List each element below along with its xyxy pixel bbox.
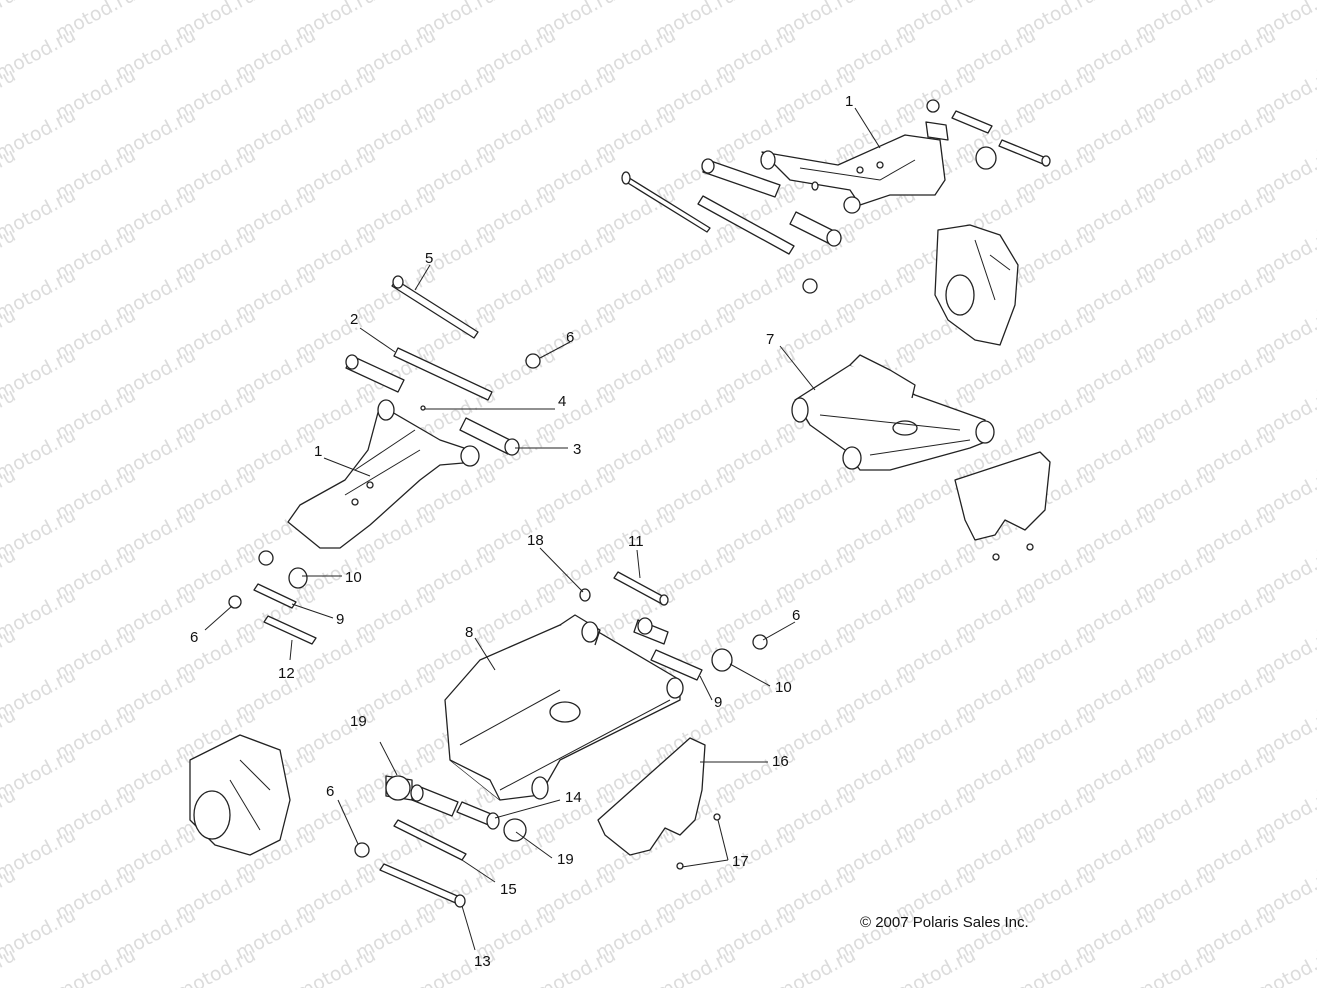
callout-5: 5 (425, 250, 433, 267)
callout-9-a: 9 (336, 611, 344, 628)
callout-15: 15 (500, 881, 517, 898)
callout-19-b: 19 (557, 851, 574, 868)
callout-labels: 1 1 2 3 4 5 6 6 6 6 7 8 9 9 10 10 11 12 … (190, 93, 853, 970)
watermark-text: motod.ru (0, 0, 19, 44)
callout-12: 12 (278, 665, 295, 682)
callout-1-top: 1 (845, 93, 853, 110)
watermark-text: motod.ru (52, 944, 139, 988)
callout-6-b: 6 (190, 629, 198, 646)
callout-10-b: 10 (775, 679, 792, 696)
callout-10-a: 10 (345, 569, 362, 586)
copyright-notice: © 2007 Polaris Sales Inc. (860, 914, 1029, 931)
top-hardware (621, 99, 1051, 294)
callout-3: 3 (573, 441, 581, 458)
left-hardware (228, 275, 541, 645)
upper-a-arm-top (760, 134, 946, 214)
center-hardware (579, 571, 768, 681)
callout-14: 14 (565, 789, 582, 806)
watermark-text: motod.ru (892, 944, 979, 988)
skid-plate-center (597, 737, 721, 870)
callout-18: 18 (527, 532, 544, 549)
watermark-text: motod.ru (292, 944, 379, 988)
callout-4: 4 (558, 393, 566, 410)
callout-9-b: 9 (714, 694, 722, 711)
trailing-arm-right (791, 354, 995, 471)
watermark-text: motod.ru (652, 944, 739, 988)
callout-19-a: 19 (350, 713, 367, 730)
callout-6-c: 6 (792, 607, 800, 624)
callout-11: 11 (628, 533, 644, 550)
skid-plate-right (954, 451, 1051, 561)
callout-6-a: 6 (566, 329, 574, 346)
knuckle-left (189, 734, 291, 856)
leader-lines (204, 107, 881, 951)
knuckle-right (934, 224, 1019, 346)
callout-2: 2 (350, 311, 358, 328)
callout-1-left: 1 (314, 443, 322, 460)
trailing-arm-center (444, 614, 684, 801)
watermark-text: motod.ru (1252, 944, 1317, 988)
watermark-text: motod.ru (1132, 944, 1219, 988)
watermark-text: motod.ru (1012, 944, 1099, 988)
callout-7: 7 (766, 331, 774, 348)
callout-8: 8 (465, 624, 473, 641)
upper-a-arm-left (287, 399, 480, 549)
callout-13: 13 (474, 953, 491, 970)
callout-6-d: 6 (326, 783, 334, 800)
lower-hardware (354, 775, 527, 908)
callout-16: 16 (772, 753, 789, 770)
watermark-text: motod.ru (532, 944, 619, 988)
callout-17: 17 (732, 853, 749, 870)
watermark-text: motod.ru (172, 944, 259, 988)
watermark-text: motod.ru (772, 944, 859, 988)
